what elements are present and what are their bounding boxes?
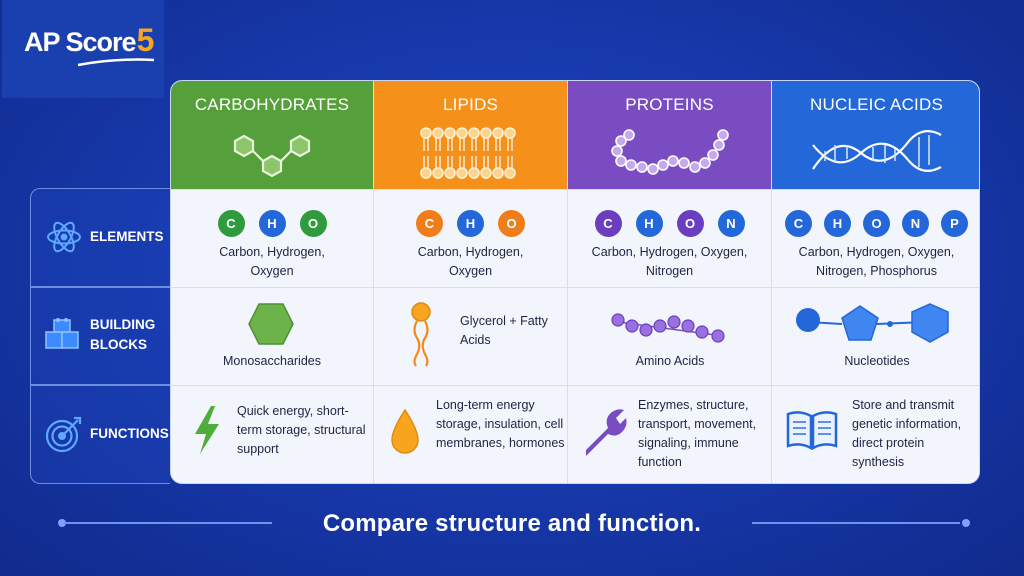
row-label-text: BUILDING BLOCKS [90,317,156,352]
cell-elements: C H O Carbon, Hydrogen, Oxygen [374,189,567,287]
hexagon-icon [248,303,294,345]
tagline: Compare structure and function. [322,510,702,537]
cell-functions: Long-term energy storage, insulation, ce… [374,385,567,483]
phospholipid-icon [411,302,431,367]
column-title: LIPIDS [442,95,499,114]
cell-elements: C H O N P Carbon, Hydrogen, Oxygen, Nitr… [772,189,979,287]
row-label-text: FUNCTIONS [90,426,169,441]
cell-elements: C H O N Carbon, Hydrogen, Oxygen, Nitrog… [568,189,771,287]
element-chip-n: N [902,210,929,237]
row-label-building-blocks: BUILDING BLOCKS [30,286,170,384]
building-block-label: Nucleotides [844,354,910,368]
row-label-functions: FUNCTIONS [30,384,170,484]
nucleotide-icon [796,303,949,343]
element-chip-o: O [676,210,704,237]
building-block-label: Amino Acids [635,354,705,368]
column-nucleic-acids: NUCLEIC ACIDS C H O N P [771,81,979,483]
column-header: PROTEINS [568,81,771,189]
column-header: CARBOHYDRATES [171,81,373,189]
column-carbohydrates: CARBOHYDRATES C H O Carbon, Hydrogen, Ox… [171,81,373,483]
row-label-text: ELEMENTS [90,229,164,244]
amino-acid-chain-icon [611,313,725,343]
element-names: Carbon, Hydrogen, Oxygen [417,245,524,278]
row-divider [30,384,170,386]
blocks-icon [45,318,79,349]
element-names: Carbon, Hydrogen, Oxygen [219,245,325,278]
element-names: Carbon, Hydrogen, Oxygen, Nitrogen [591,245,748,278]
atom-icon [47,221,81,253]
element-chip-h: H [457,210,484,237]
footer-rule [752,522,960,524]
cell-functions: Store and transmit genetic information, … [772,385,979,483]
element-chip-c: C [594,210,622,237]
comparison-table: ELEMENTS BUILDING BLOCKS FUNCTIONS [30,80,980,484]
logo-text: AP Score [24,27,137,57]
cell-elements: C H O Carbon, Hydrogen, Oxygen [171,189,373,287]
cell-functions: Enzymes, structure, transport, movement,… [568,385,771,483]
element-chip-h: H [258,210,286,237]
element-chip-n: N [717,210,745,237]
cell-building-blocks: Amino Acids [568,287,771,385]
element-chip-c: C [785,210,812,237]
lightning-bolt-icon [195,406,219,454]
row-divider [30,286,170,288]
logo-swoosh-icon [77,58,155,67]
column-title: NUCLEIC ACIDS [810,95,943,114]
cell-building-blocks: Glycerol + Fatty Acids [374,287,567,385]
element-chip-o: O [863,210,890,237]
element-chip-o: O [498,210,525,237]
columns-panel: CARBOHYDRATES C H O Carbon, Hydrogen, Ox… [170,80,980,484]
element-chip-c: C [217,210,245,237]
function-description: Enzymes, structure, transport, movement,… [638,398,757,469]
logo-digit: 5 [136,22,155,58]
column-lipids: LIPIDS C H O Car [373,81,567,483]
building-block-label: Monosaccharides [223,354,321,368]
logo: AP Score5 [2,0,164,98]
sugar-ring-chain-icon [233,134,311,178]
column-proteins: PROTEINS C H O N Carbon, Hydrogen, Oxyge… [567,81,771,483]
element-names: Carbon, Hydrogen, Oxygen, Nitrogen, Phos… [798,245,955,278]
footer-rule [64,522,272,524]
element-chip-h: H [635,210,663,237]
oil-drop-icon [391,408,419,454]
cell-building-blocks: Monosaccharides [171,287,373,385]
column-title: CARBOHYDRATES [194,95,350,114]
element-chip-p: P [941,210,968,237]
protein-chain-icon [610,129,729,175]
column-header: LIPIDS [374,81,567,189]
book-icon [786,411,838,451]
cell-functions: Quick energy, short-term storage, struct… [171,385,373,483]
column-title: PROTEINS [625,95,714,114]
wrench-icon [586,409,627,456]
logo-wordmark: AP Score5 [24,22,155,59]
footer: Compare structure and function. [0,504,1024,544]
element-chip-c: C [416,210,443,237]
element-chip-h: H [824,210,851,237]
column-header: NUCLEIC ACIDS [772,81,979,189]
target-icon [45,416,82,453]
footer-dot [58,519,66,527]
lipid-bilayer-icon [419,127,516,179]
function-description: Store and transmit genetic information, … [852,398,962,469]
function-description: Long-term energy storage, insulation, ce… [436,398,565,450]
building-block-label: Glycerol + Fatty Acids [460,314,548,347]
footer-dot [962,519,970,527]
row-label-elements: ELEMENTS [30,188,170,286]
function-description: Quick energy, short-term storage, struct… [237,404,366,456]
dna-helix-icon [811,130,942,172]
element-chip-o: O [299,210,327,237]
cell-building-blocks: Nucleotides [772,287,979,385]
